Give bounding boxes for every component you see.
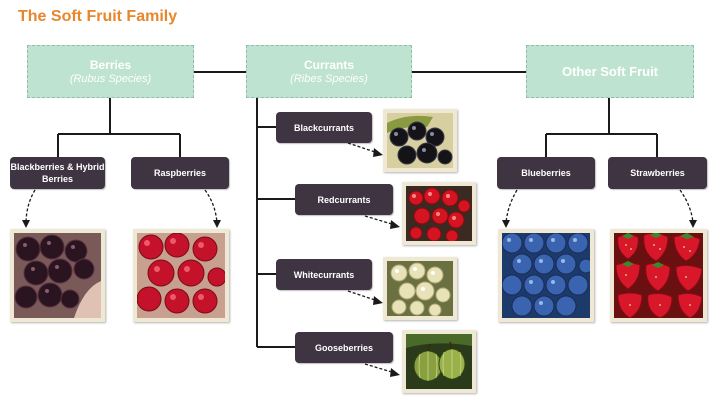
gooseberries-photo [402, 330, 476, 393]
category-currants-subtitle: (Ribes Species) [290, 73, 368, 85]
item-blueberries: Blueberries [497, 157, 595, 189]
item-strawberries: Strawberries [608, 157, 707, 189]
item-blackcurrants: Blackcurrants [276, 112, 372, 143]
whitecurrants-photo [383, 257, 457, 320]
blackcurrants-photo [383, 109, 457, 172]
category-berries: Berries (Rubus Species) [27, 45, 194, 98]
strawberries-photo [610, 229, 707, 322]
blueberries-photo [498, 229, 594, 322]
item-redcurrants: Redcurrants [295, 184, 393, 215]
item-raspberries: Raspberries [131, 157, 229, 189]
item-blackberries: Blackberries & Hybrid Berries [10, 157, 105, 189]
category-berries-subtitle: (Rubus Species) [69, 73, 152, 85]
category-other-label: Other Soft Fruit [561, 64, 659, 79]
item-whitecurrants: Whitecurrants [276, 259, 372, 290]
category-berries-label: Berries [89, 58, 132, 72]
item-gooseberries: Gooseberries [295, 332, 393, 363]
category-currants: Currants (Ribes Species) [246, 45, 412, 98]
category-currants-label: Currants [303, 58, 354, 72]
diagram-title: The Soft Fruit Family [18, 8, 178, 25]
raspberries-photo [133, 229, 229, 322]
redcurrants-photo [402, 182, 476, 245]
blackberries-photo [10, 229, 105, 322]
category-other-soft-fruit: Other Soft Fruit [526, 45, 694, 98]
